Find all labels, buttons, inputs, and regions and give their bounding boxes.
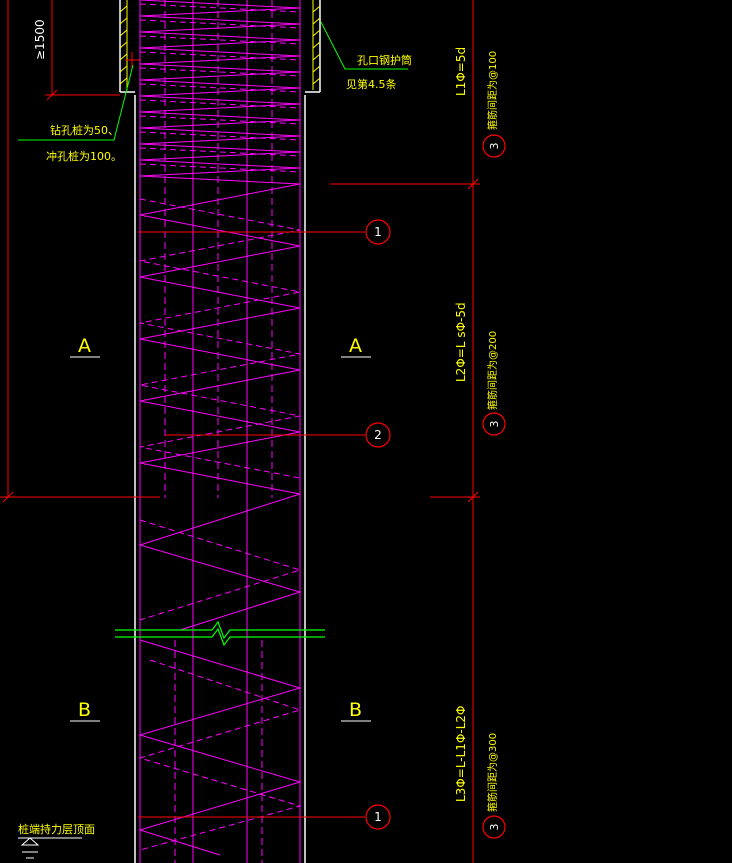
min-length-label: ≥1500 bbox=[33, 19, 47, 60]
callout-circle-zone2 bbox=[482, 412, 506, 436]
callout-number-zone1: 3 bbox=[488, 143, 501, 150]
callout-number-zone3: 3 bbox=[488, 824, 501, 831]
callout-number-1-bottom: 1 bbox=[374, 810, 382, 824]
callout-circle-1-top bbox=[365, 219, 391, 245]
zone2-length: L2Φ=L sΦ-5d bbox=[454, 302, 468, 382]
zone3-length: L3Φ=L-L1Φ-L2Φ bbox=[454, 706, 468, 803]
callout-circle-zone3 bbox=[482, 815, 506, 839]
spiral-stirrup-dense bbox=[139, 0, 301, 185]
callout-circle-2 bbox=[365, 422, 391, 448]
section-a-right: A bbox=[349, 335, 362, 357]
steel-casing bbox=[119, 0, 321, 90]
section-b-right: B bbox=[349, 699, 362, 721]
zone1-note: 箍筋间距为@100 bbox=[486, 51, 499, 130]
callout-circle-1-bottom bbox=[365, 804, 391, 830]
dimension-lines bbox=[0, 0, 480, 863]
callout-number-zone2: 3 bbox=[488, 421, 501, 428]
callout-circle-zone1 bbox=[482, 134, 506, 158]
drill-note-1: 钻孔桩为50、 bbox=[50, 123, 119, 137]
section-b-left: B bbox=[78, 699, 91, 721]
casing-note-2: 见第4.5条 bbox=[346, 77, 397, 91]
spiral-stirrup-sparse bbox=[138, 493, 302, 856]
break-line bbox=[115, 620, 325, 647]
zone2-note: 箍筋间距为@200 bbox=[486, 331, 499, 410]
section-underlines bbox=[18, 356, 371, 859]
drill-note-2: 冲孔桩为100。 bbox=[46, 149, 122, 163]
casing-note-1: 孔口钢护筒 bbox=[357, 53, 412, 67]
zone1-length: L1Φ=5d bbox=[454, 47, 468, 96]
section-a-left: A bbox=[78, 335, 91, 357]
zone3-note: 箍筋间距为@300 bbox=[486, 733, 499, 812]
bearing-layer-label: 桩端持力层顶面 bbox=[18, 822, 95, 836]
callout-number-1-top: 1 bbox=[374, 225, 382, 239]
spiral-stirrup-middle bbox=[139, 183, 301, 495]
callout-circles bbox=[365, 134, 506, 839]
pile-outline bbox=[119, 0, 321, 863]
callout-number-2: 2 bbox=[374, 428, 382, 442]
leader-lines bbox=[18, 21, 408, 141]
